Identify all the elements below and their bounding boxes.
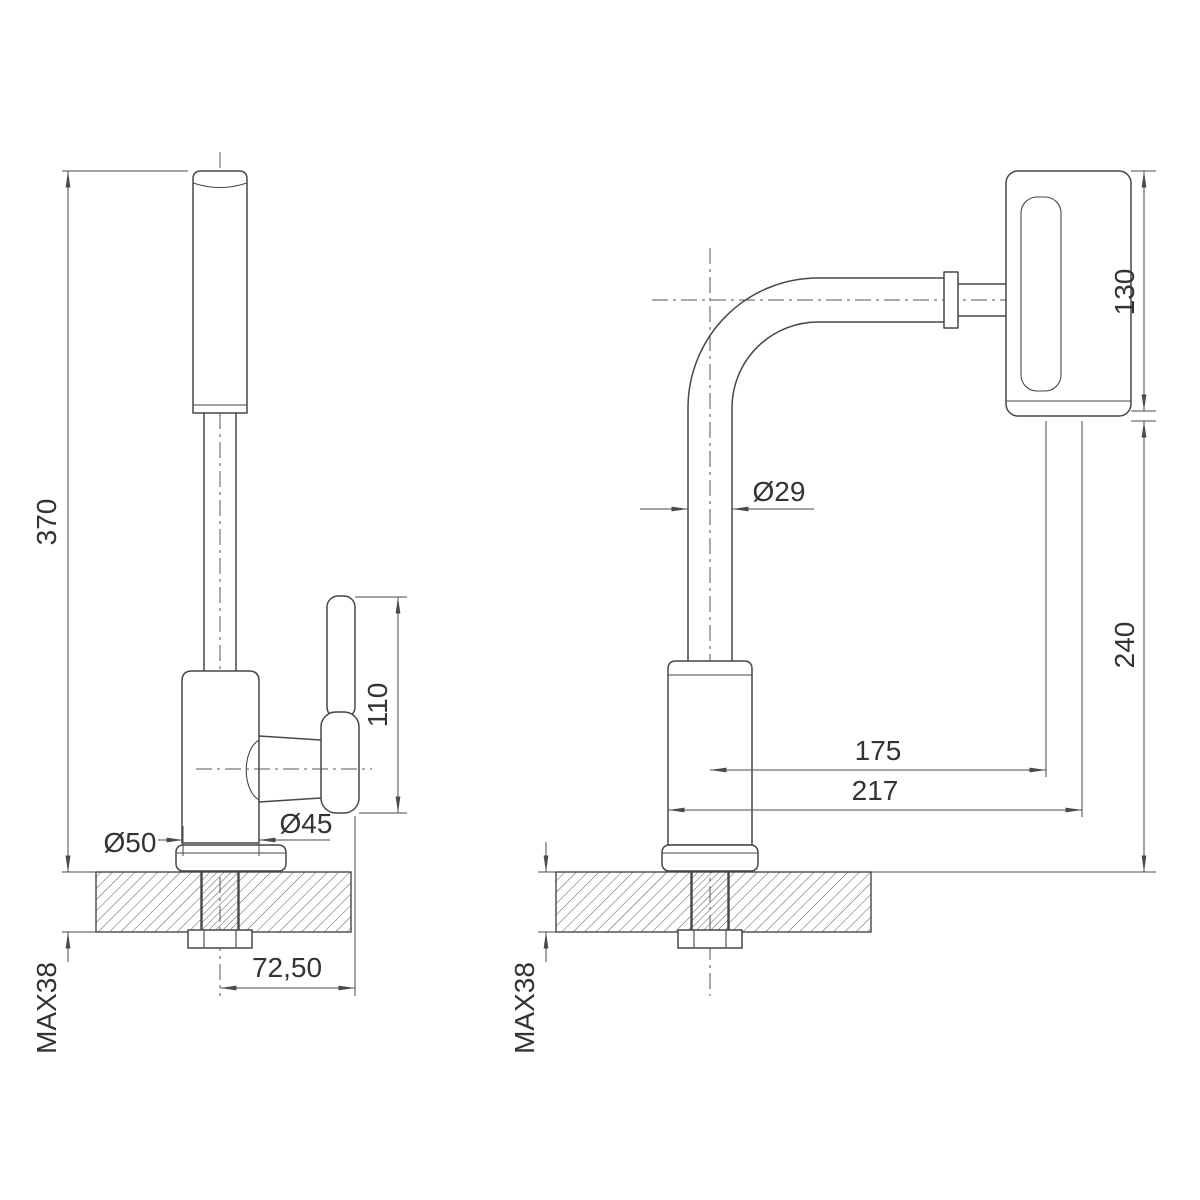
riser-tube [203,412,237,671]
base-flange [175,844,287,872]
dim-base-diameters: Ø50 Ø45 [104,808,333,858]
faucet-body-front [667,660,753,846]
dim-tube-diameter: Ø29 [640,476,814,512]
dim-175-label: 175 [855,735,902,766]
dim-overall-reach: 217 [668,421,1083,817]
dim-370-label: 370 [31,499,62,546]
base-flange-front [661,844,759,872]
countertop-right-slab [238,871,352,933]
spout-tube-inner [731,321,945,662]
countertop-left-slab [95,871,202,933]
dim-deck-thickness-right: MAX38 [509,842,556,1054]
handle-connector [258,735,322,803]
mounting-nut-front [677,929,743,949]
faucet-body [181,670,260,844]
dim-head-height: 130 [1109,170,1156,412]
front-view: 130 240 Ø29 175 217 [509,170,1156,1054]
ball-joint-arc [245,739,260,801]
dim-o50-label: Ø50 [104,827,157,858]
dim-reach-to-outlet: 175 [710,421,1047,777]
countertop-left-slab-front [555,871,692,933]
dim-handle-offset: 72,50 [220,816,356,996]
countertop-right-slab-front [728,871,872,933]
dim-240-label: 240 [1109,622,1140,669]
spout-head-top-arc [192,182,248,189]
mounting-nut [187,929,253,949]
dim-110-label: 110 [362,683,393,728]
spout-tube-outer [687,277,945,662]
spout-head-outline [192,170,248,414]
pullout-head-face [1020,196,1062,392]
pullout-head-outline [1005,170,1132,417]
dim-height-under-spout: 240 [871,420,1156,873]
dim-7250-label: 72,50 [252,952,322,983]
dim-deck-thickness-left: MAX38 [31,842,96,1054]
dim-130-label: 130 [1109,269,1140,316]
dim-total-height: 370 [31,170,188,873]
dim-max38-right-label: MAX38 [509,962,540,1054]
head-neck [957,283,1008,317]
side-view: 370 MAX38 110 Ø50 Ø45 72,50 [31,152,407,1054]
mounting-nut-facets-front [693,929,727,949]
mounting-nut-facets [203,929,237,949]
handle-base [320,711,360,814]
dim-217-label: 217 [852,775,899,806]
handle-lever [326,595,356,719]
dim-o29-label: Ø29 [753,476,806,507]
dim-handle-height: 110 [355,596,407,814]
dim-o45-label: Ø45 [280,808,333,839]
dim-max38-left-label: MAX38 [31,962,62,1054]
spout-coupling-ring [943,271,959,329]
